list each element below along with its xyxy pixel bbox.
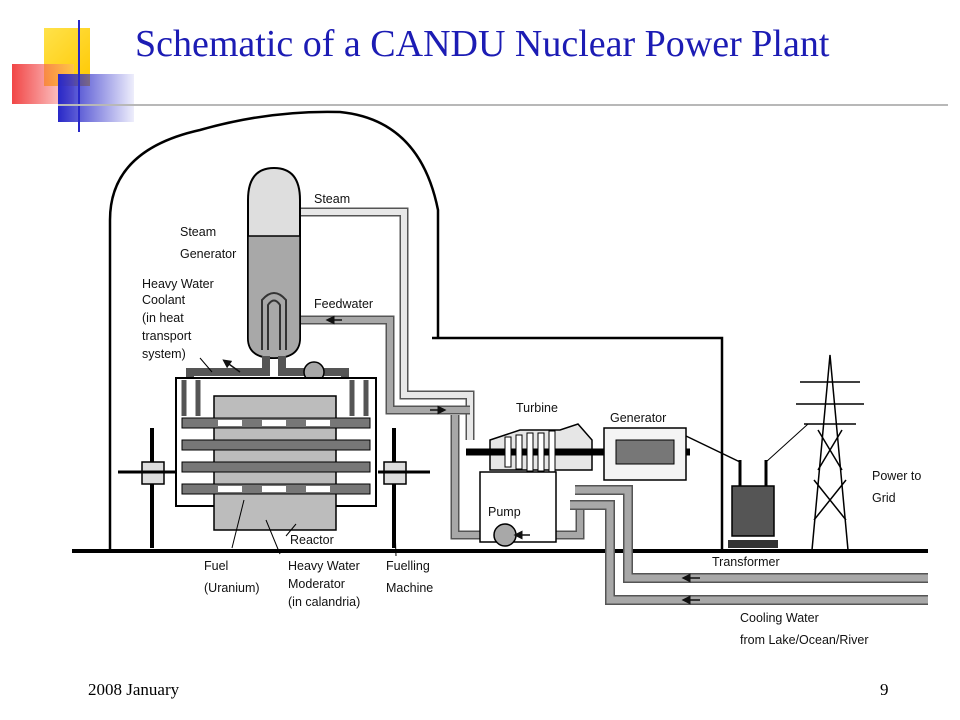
label-steam: Steam bbox=[314, 192, 350, 206]
label-coolant-1: Heavy Water bbox=[142, 277, 214, 291]
containment-building bbox=[108, 110, 440, 551]
transmission-tower bbox=[796, 354, 864, 551]
label-transformer: Transformer bbox=[712, 555, 780, 569]
label-fuelling-2: Machine bbox=[386, 581, 433, 595]
turbine-hall bbox=[432, 336, 724, 551]
label-coolant-2: Coolant bbox=[142, 293, 186, 307]
label-pump: Pump bbox=[488, 505, 521, 519]
label-generator: Generator bbox=[610, 411, 666, 425]
slide-title: Schematic of a CANDU Nuclear Power Plant bbox=[135, 23, 830, 65]
label-coolant-3: (in heat bbox=[142, 311, 184, 325]
fuelling-machine-left bbox=[118, 428, 176, 548]
label-fuel-1: Fuel bbox=[204, 559, 228, 573]
deco-vertical-line bbox=[78, 20, 80, 132]
label-moderator-2: Moderator bbox=[288, 577, 345, 591]
label-cooling-2: from Lake/Ocean/River bbox=[740, 633, 869, 647]
deco-blue-square bbox=[58, 74, 134, 122]
label-steam-generator-1: Steam bbox=[180, 225, 216, 239]
label-reactor: Reactor bbox=[290, 533, 334, 547]
label-power-2: Grid bbox=[872, 491, 896, 505]
steam-generator bbox=[247, 166, 301, 360]
label-moderator-1: Heavy Water bbox=[288, 559, 360, 573]
label-turbine: Turbine bbox=[516, 401, 558, 415]
feed-pump bbox=[493, 523, 517, 547]
page-number: 9 bbox=[880, 680, 889, 699]
label-fuel-2: (Uranium) bbox=[204, 581, 260, 595]
fuelling-machine-right bbox=[378, 428, 430, 548]
label-coolant-4: transport bbox=[142, 329, 192, 343]
label-coolant-5: system) bbox=[142, 347, 186, 361]
generator bbox=[603, 427, 687, 481]
turbine bbox=[466, 423, 690, 474]
label-fuelling-1: Fuelling bbox=[386, 559, 430, 573]
reactor bbox=[175, 377, 377, 531]
label-power-1: Power to bbox=[872, 469, 921, 483]
condenser bbox=[479, 471, 557, 543]
transformer bbox=[728, 460, 778, 548]
title-divider bbox=[58, 104, 948, 106]
label-moderator-3: (in calandria) bbox=[288, 595, 360, 609]
label-feedwater: Feedwater bbox=[314, 297, 373, 311]
footer-date: 2008 January bbox=[88, 680, 180, 699]
label-steam-generator-2: Generator bbox=[180, 247, 236, 261]
label-cooling-1: Cooling Water bbox=[740, 611, 819, 625]
